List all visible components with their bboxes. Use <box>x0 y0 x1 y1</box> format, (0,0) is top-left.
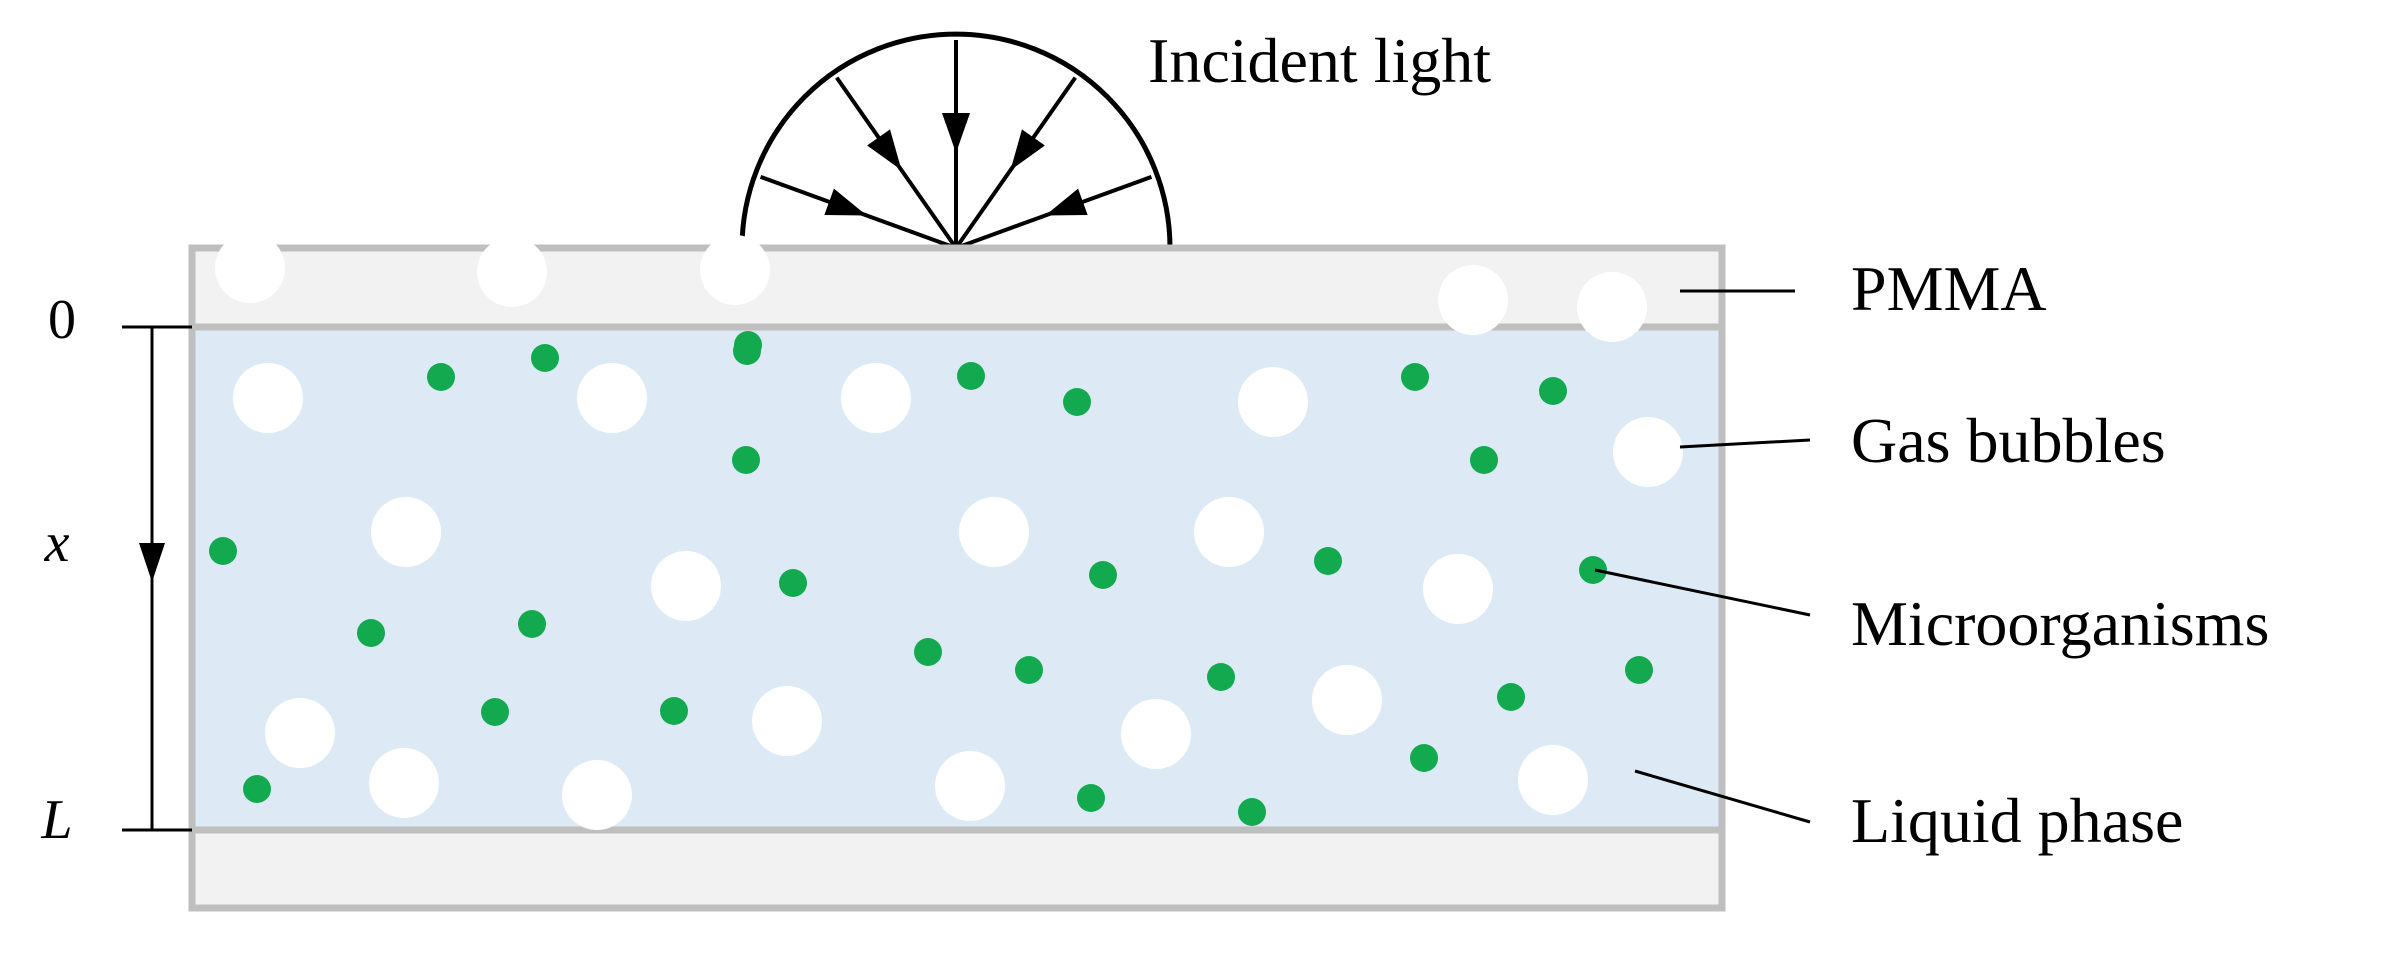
gas-bubbles-label: Gas bubbles <box>1851 405 2166 476</box>
depth-axis: 0 x L <box>40 289 192 851</box>
microorganism <box>1207 663 1235 691</box>
depth-label-bottom: L <box>40 789 72 851</box>
light-ray-arrowhead <box>1010 129 1045 171</box>
reactor <box>188 233 1726 912</box>
microorganism <box>427 363 455 391</box>
microorganisms-group <box>209 331 1653 826</box>
gas-bubble <box>1238 367 1308 437</box>
microorganism <box>1539 377 1567 405</box>
gas-bubble <box>752 686 822 756</box>
gas-bubble <box>1577 272 1647 342</box>
microorganisms-label: Microorganisms <box>1851 588 2269 659</box>
microorganism <box>732 446 760 474</box>
gas-bubble <box>1518 745 1588 815</box>
gas-bubbles-group <box>215 233 1683 830</box>
gas-bubble <box>841 363 911 433</box>
microorganism <box>914 638 942 666</box>
light-ray-arrowhead <box>1045 188 1088 216</box>
microorganism <box>1238 798 1266 826</box>
microorganism <box>243 775 271 803</box>
microorganism <box>518 610 546 638</box>
light-ray-arrowhead <box>942 113 970 153</box>
microorganism <box>481 698 509 726</box>
microorganism <box>1063 388 1091 416</box>
pmma-label: PMMA <box>1851 253 2047 324</box>
light-rays <box>759 40 1153 250</box>
depth-label-x: x <box>44 512 70 574</box>
microorganism <box>957 362 985 390</box>
gas-bubble <box>1613 417 1683 487</box>
gas-bubble <box>1438 265 1508 335</box>
gas-bubble <box>577 363 647 433</box>
microorganism <box>1497 683 1525 711</box>
incident-light-label: Incident light <box>1148 25 1491 96</box>
liquid-phase-label: Liquid phase <box>1851 785 2183 856</box>
microorganism <box>1314 547 1342 575</box>
gas-bubble <box>1423 554 1493 624</box>
light-ray-arrowhead <box>824 188 867 216</box>
gas-bubble <box>369 748 439 818</box>
gas-bubble <box>700 235 770 305</box>
gas-bubble <box>233 363 303 433</box>
gas-bubble <box>1121 699 1191 769</box>
microorganism <box>1579 556 1607 584</box>
microorganism <box>357 619 385 647</box>
liquid-phase-leader-line <box>1634 769 1811 824</box>
microorganisms-leader-line <box>1594 568 1811 617</box>
microorganism <box>531 344 559 372</box>
callout-lines <box>1594 289 1811 824</box>
gas-bubble <box>562 760 632 830</box>
light-ray-arrowhead <box>867 129 902 171</box>
depth-axis-arrowhead <box>139 543 165 582</box>
gas-bubble <box>371 497 441 567</box>
incident-light-group <box>739 31 1173 250</box>
microorganism <box>1401 363 1429 391</box>
depth-label-top: 0 <box>48 289 76 351</box>
gas-bubble <box>215 233 285 303</box>
light-hemisphere <box>739 31 1173 249</box>
gas-bubble <box>1194 497 1264 567</box>
gas-bubble <box>477 237 547 307</box>
microorganism <box>779 569 807 597</box>
microorganism <box>1470 446 1498 474</box>
microorganism <box>1015 656 1043 684</box>
gas-bubble <box>959 497 1029 567</box>
microorganism <box>1410 744 1438 772</box>
gas-bubble <box>651 551 721 621</box>
microorganism <box>734 331 762 359</box>
microorganism <box>1077 784 1105 812</box>
microorganism <box>1089 561 1117 589</box>
microorganism <box>1625 656 1653 684</box>
gas-bubbles-leader-line <box>1679 438 1811 449</box>
gas-bubble <box>265 698 335 768</box>
microorganism <box>209 537 237 565</box>
microorganism <box>660 697 688 725</box>
labels: Incident light PMMA Gas bubbles Microorg… <box>1148 25 2269 856</box>
gas-bubble <box>1312 665 1382 735</box>
gas-bubble <box>935 751 1005 821</box>
